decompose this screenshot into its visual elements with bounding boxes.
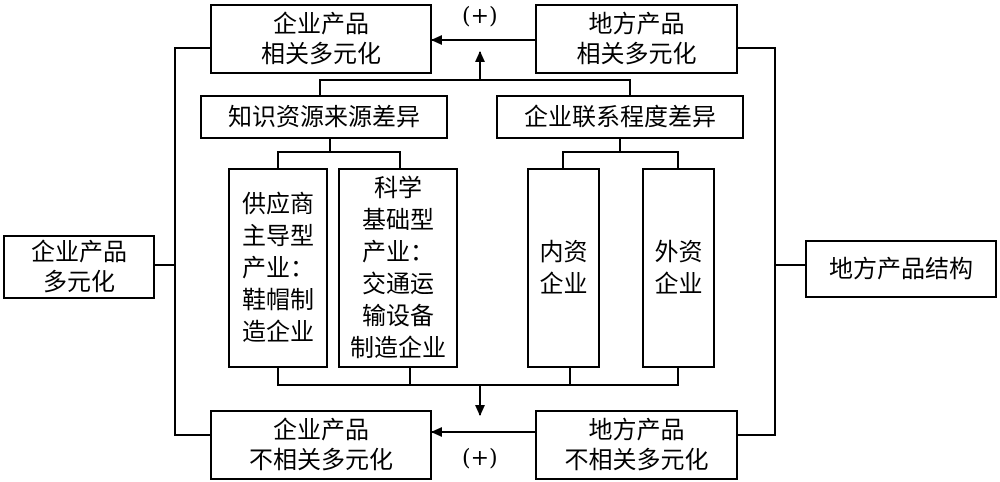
local-structure-label: 地方产品结构 xyxy=(829,255,973,283)
science-line-3: 产业： xyxy=(362,238,434,266)
plus-bottom-label: (+) xyxy=(462,446,498,471)
left-bus-line xyxy=(174,47,210,436)
local-related-line1: 地方产品 xyxy=(588,10,685,38)
firm-related-diversification-box: 企业产品 相关多元化 xyxy=(210,4,432,74)
science-line-6: 制造企业 xyxy=(350,334,446,362)
plus-top-label: (+) xyxy=(462,4,498,29)
science-line-2: 基础型 xyxy=(362,206,434,234)
top-bracket xyxy=(319,79,631,95)
local-unrelated-diversification-box: 地方产品 不相关多元化 xyxy=(535,410,738,480)
domestic-foreign-bottom xyxy=(569,368,679,386)
science-line-5: 输设备 xyxy=(362,302,434,330)
domestic-line-2: 企业 xyxy=(539,270,588,298)
science-line-1: 科学 xyxy=(374,174,422,202)
firm-unrelated-line2: 不相关多元化 xyxy=(249,446,393,474)
knowledge-label: 知识资源来源差异 xyxy=(228,103,420,131)
local-product-structure-box: 地方产品结构 xyxy=(805,240,997,298)
firm-related-line2: 相关多元化 xyxy=(261,40,381,68)
firm-related-line1: 企业产品 xyxy=(273,10,369,38)
supplier-line-2: 主导型 xyxy=(242,222,314,250)
domestic-firm-box: 内资 企业 xyxy=(527,168,600,368)
science-line-4: 交通运 xyxy=(362,270,434,298)
supplier-science-bottom xyxy=(277,368,411,386)
linkage-difference-box: 企业联系程度差异 xyxy=(496,95,744,139)
supplier-line-1: 供应商 xyxy=(242,190,314,218)
local-unrelated-line2: 不相关多元化 xyxy=(564,446,709,474)
foreign-firm-box: 外资 企业 xyxy=(642,168,715,368)
firm-unrelated-line1: 企业产品 xyxy=(273,416,369,444)
domestic-line-1: 内资 xyxy=(539,238,588,266)
foreign-line-1: 外资 xyxy=(654,238,703,266)
science-based-industry-box: 科学 基础型 产业： 交通运 输设备 制造企业 xyxy=(338,168,458,368)
firm-unrelated-diversification-box: 企业产品 不相关多元化 xyxy=(210,410,432,480)
linkage-bracket xyxy=(562,151,679,168)
supplier-dominated-industry-box: 供应商 主导型 产业： 鞋帽制 造企业 xyxy=(228,168,328,368)
linkage-label: 企业联系程度差异 xyxy=(524,103,716,131)
local-unrelated-line1: 地方产品 xyxy=(588,416,685,444)
right-bus-line xyxy=(738,47,776,436)
firm-diversification-line2: 多元化 xyxy=(43,268,115,296)
supplier-line-4: 鞋帽制 xyxy=(242,286,314,314)
firm-diversification-box: 企业产品 多元化 xyxy=(3,235,155,299)
knowledge-bracket xyxy=(277,151,401,168)
firm-diversification-line1: 企业产品 xyxy=(31,238,127,266)
local-related-diversification-box: 地方产品 相关多元化 xyxy=(535,4,738,74)
supplier-line-3: 产业： xyxy=(242,254,314,282)
knowledge-source-difference-box: 知识资源来源差异 xyxy=(200,95,448,139)
local-related-line2: 相关多元化 xyxy=(576,40,697,68)
supplier-line-5: 造企业 xyxy=(242,318,314,346)
foreign-line-2: 企业 xyxy=(654,270,703,298)
